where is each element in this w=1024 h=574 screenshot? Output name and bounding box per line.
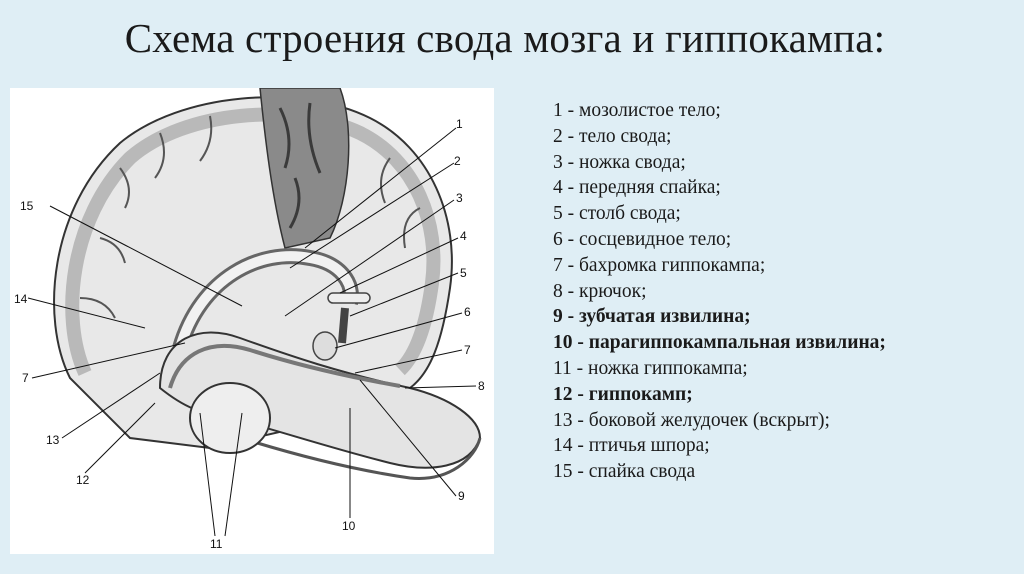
brain-illustration: 1 2 3 4 5 6 7 8 9 10 11 12 13 14 15 7 (10, 88, 494, 554)
page-title: Схема строения свода мозга и гиппокампа: (124, 15, 886, 61)
anterior-commissure (327, 292, 371, 304)
callout-4: 4 (460, 229, 467, 243)
fimbria (168, 344, 401, 389)
leader-lines (27, 127, 477, 537)
callout-15: 15 (20, 199, 34, 213)
callout-9: 9 (458, 489, 465, 503)
callout-11: 11 (210, 537, 223, 551)
callout-8: 8 (478, 379, 485, 393)
callout-1: 1 (456, 117, 463, 131)
callout-7-left: 7 (22, 371, 29, 385)
callout-5: 5 (460, 266, 467, 280)
brain-diagram-svg: 1 2 3 4 5 6 7 8 9 10 11 12 13 14 15 7 (14, 88, 485, 551)
legend-item: 5 - столб свода; (553, 203, 681, 225)
legend-item: 7 - бахромка гиппокампа; (553, 254, 766, 276)
legend-item: 10 - парагиппокампальная извилина; (553, 332, 886, 354)
callout-2: 2 (454, 154, 461, 168)
legend-item: 1 - мозолистое тело; (553, 100, 721, 121)
callout-14: 14 (14, 292, 28, 306)
callout-10: 10 (342, 519, 356, 533)
callout-12: 12 (76, 473, 90, 487)
legend-item: 3 - ножка свода; (553, 151, 686, 173)
legend-item: 6 - сосцевидное тело; (553, 228, 732, 250)
fornix-column (338, 307, 349, 344)
hippocampal-bulb (189, 382, 271, 454)
callout-3: 3 (456, 191, 463, 205)
callout-7-right: 7 (464, 343, 471, 357)
legend-item: 12 - гиппокамп; (553, 383, 693, 405)
legend-item: 15 - спайка свода (553, 461, 696, 483)
legend-item: 11 - ножка гиппокампа; (553, 357, 748, 379)
coronal-cut (259, 88, 350, 249)
legend-item: 4 - передняя спайка; (553, 177, 721, 199)
legend-item: 2 - тело свода; (553, 125, 672, 147)
callout-6: 6 (464, 305, 471, 319)
legend-item: 9 - зубчатая извилина; (553, 306, 751, 328)
hemisphere-outline (53, 96, 453, 450)
callout-13: 13 (46, 433, 60, 447)
legend-list: 1 - мозолистое тело; 2 - тело свода; 3 -… (553, 98, 886, 485)
legend-item: 13 - боковой желудочек (вскрыт); (553, 409, 830, 431)
mammillary-body (312, 331, 338, 361)
legend-item: 14 - птичья шпора; (553, 435, 710, 457)
legend-item: 8 - крючок; (553, 280, 647, 302)
